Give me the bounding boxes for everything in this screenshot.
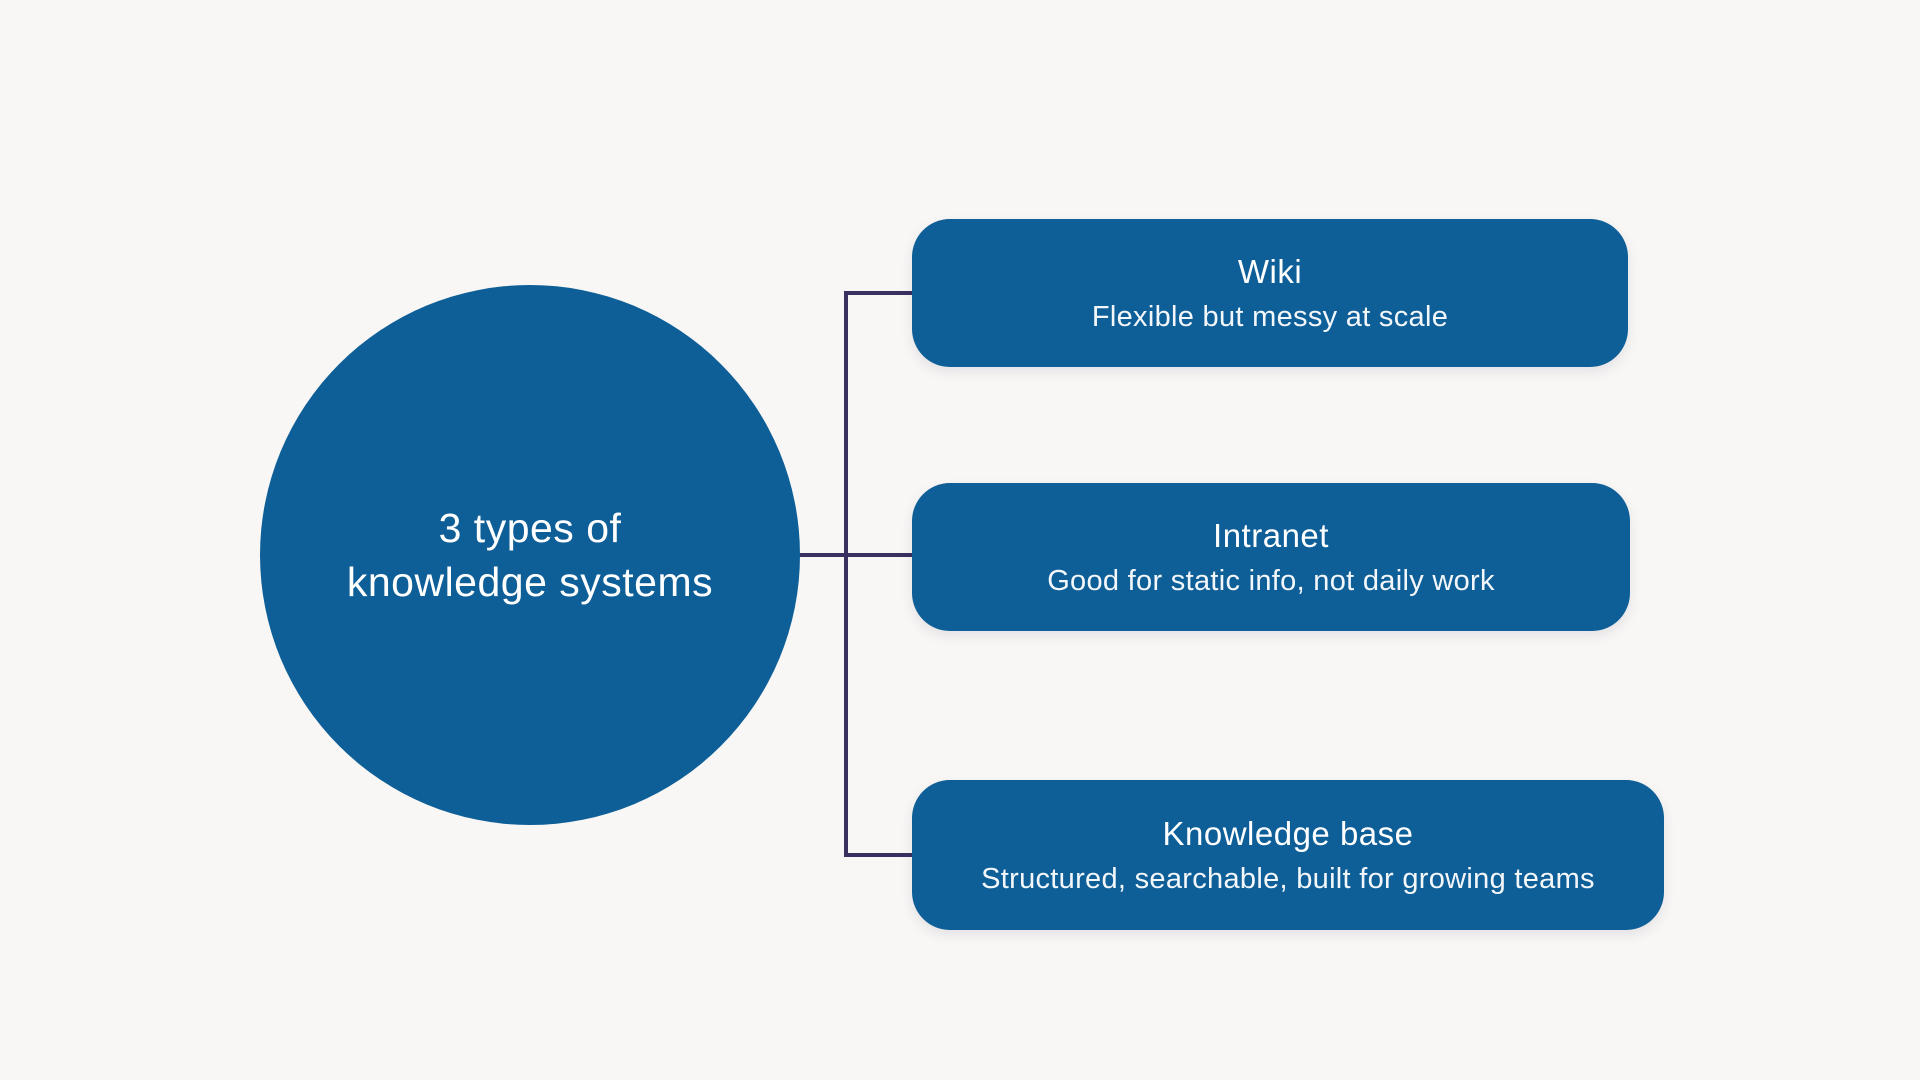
node-knowledge-base-subtitle: Structured, searchable, built for growin…: [981, 862, 1595, 895]
connector-branch-wiki: [844, 291, 912, 295]
central-node-label-line1: 3 types of: [438, 504, 622, 551]
connector-circle-to-trunk: [786, 553, 912, 557]
node-wiki: Wiki Flexible but messy at scale: [912, 219, 1628, 367]
central-node-label-line2: knowledge systems: [346, 559, 714, 605]
node-intranet-title: Intranet: [1213, 516, 1329, 554]
node-wiki-title: Wiki: [1237, 252, 1303, 290]
node-knowledge-base: Knowledge base Structured, searchable, b…: [912, 780, 1664, 930]
central-node: 3 types of knowledge systems: [260, 285, 800, 825]
connector-trunk: [844, 291, 848, 857]
node-knowledge-base-title: Knowledge base: [1162, 814, 1414, 852]
node-intranet-subtitle: Good for static info, not daily work: [1047, 564, 1495, 597]
central-node-label: 3 types of knowledge systems: [347, 501, 713, 609]
node-intranet: Intranet Good for static info, not daily…: [912, 483, 1630, 631]
connector-branch-knowledge-base: [844, 853, 912, 857]
node-wiki-subtitle: Flexible but messy at scale: [1091, 300, 1449, 333]
